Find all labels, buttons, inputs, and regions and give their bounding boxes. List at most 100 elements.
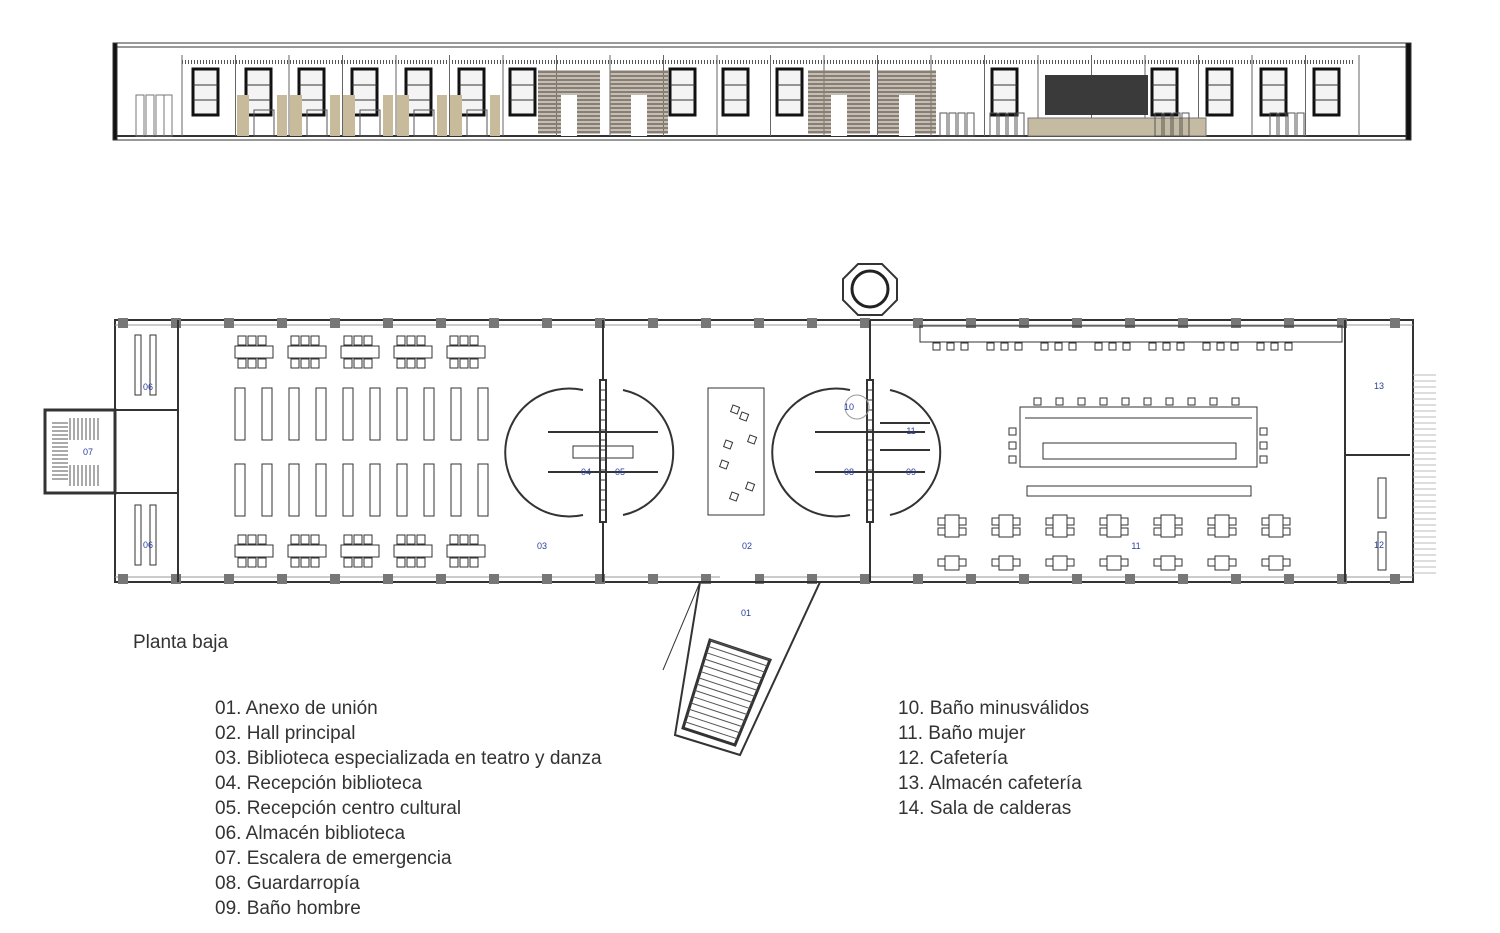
- legend-item: 04. Recepción biblioteca: [215, 773, 423, 794]
- reading-table: [446, 345, 486, 359]
- chair: [310, 534, 320, 545]
- window: [508, 67, 537, 117]
- chair: [237, 358, 247, 369]
- chair: [406, 557, 416, 568]
- chair: [459, 534, 469, 545]
- room-label: 11: [906, 426, 915, 436]
- chair: [1207, 517, 1216, 526]
- chair: [1282, 527, 1291, 536]
- window: [404, 67, 433, 117]
- cafe-table: [944, 514, 960, 538]
- legend-item: 05. Recepción centro cultural: [215, 798, 462, 819]
- stool: [1040, 342, 1049, 351]
- stool: [1122, 342, 1131, 351]
- window: [1205, 67, 1234, 117]
- chair: [1153, 527, 1162, 536]
- legend-item: 07. Escalera de emergencia: [215, 848, 452, 869]
- stool: [1176, 342, 1185, 351]
- chair: [343, 534, 353, 545]
- stool: [1054, 342, 1063, 351]
- window: [350, 67, 379, 117]
- room-label: 10: [844, 402, 854, 412]
- chair: [310, 335, 320, 346]
- reading-table: [287, 544, 327, 558]
- chair: [957, 112, 966, 137]
- legend-item: 11. Baño mujer: [898, 723, 1026, 744]
- pilaster: [1072, 318, 1082, 328]
- pilaster: [383, 318, 393, 328]
- pilaster: [648, 574, 658, 584]
- window: [668, 67, 697, 117]
- chair: [469, 534, 479, 545]
- cafe-table: [1160, 514, 1176, 538]
- chair: [1278, 112, 1287, 137]
- chair: [1228, 517, 1237, 526]
- window: [457, 67, 486, 117]
- chair: [257, 557, 267, 568]
- stool: [1259, 441, 1268, 450]
- chair: [237, 335, 247, 346]
- pilaster: [966, 574, 976, 584]
- wood-panel: [397, 95, 409, 136]
- chair: [449, 557, 459, 568]
- stair-tread: [705, 652, 766, 673]
- chair: [1163, 112, 1172, 137]
- legend-item: 01. Anexo de unión: [215, 698, 378, 719]
- stool: [1008, 441, 1017, 450]
- shelf: [155, 94, 165, 137]
- bookshelf: [477, 387, 489, 441]
- chair: [290, 557, 300, 568]
- chair: [948, 112, 957, 137]
- bookshelf: [369, 463, 381, 517]
- chair: [1154, 112, 1163, 137]
- plan-title: Planta baja: [133, 632, 229, 653]
- cafe-table: [1052, 514, 1068, 538]
- chair: [1120, 527, 1129, 536]
- pilaster: [1072, 574, 1082, 584]
- pilaster: [1125, 318, 1135, 328]
- chair: [1045, 517, 1054, 526]
- pilaster: [489, 318, 499, 328]
- chair: [247, 358, 257, 369]
- chair: [1153, 517, 1162, 526]
- bookshelf: [288, 463, 300, 517]
- stool: [986, 342, 995, 351]
- chair: [998, 112, 1007, 137]
- shelf: [149, 334, 157, 396]
- exhibit-platform: [707, 387, 765, 516]
- cafe-table: [1268, 514, 1284, 538]
- room-label: 06: [143, 540, 153, 550]
- cafe-table: [1052, 555, 1068, 571]
- cafe-counter: [1027, 117, 1207, 137]
- chair: [1045, 527, 1054, 536]
- chair: [1269, 112, 1278, 137]
- shelf: [1377, 531, 1387, 571]
- chair: [937, 527, 946, 536]
- chair: [469, 335, 479, 346]
- chair: [300, 534, 310, 545]
- bookshelf: [423, 387, 435, 441]
- chair: [396, 335, 406, 346]
- pilaster: [224, 574, 234, 584]
- pilaster: [330, 318, 340, 328]
- chair: [416, 358, 426, 369]
- chair: [1174, 517, 1183, 526]
- stair-tread: [709, 639, 771, 661]
- chair: [257, 358, 267, 369]
- bookshelf: [423, 463, 435, 517]
- chair: [1099, 517, 1108, 526]
- pilaster: [330, 574, 340, 584]
- stool: [1068, 342, 1077, 351]
- cafe-table: [1106, 555, 1122, 571]
- stair-tread: [688, 708, 743, 728]
- chair: [396, 534, 406, 545]
- pilaster: [436, 574, 446, 584]
- desk: [413, 109, 435, 137]
- chair: [469, 358, 479, 369]
- chair: [1181, 112, 1190, 137]
- chair: [416, 557, 426, 568]
- chair: [1120, 517, 1129, 526]
- chair: [958, 517, 967, 526]
- stool: [1259, 455, 1268, 464]
- legend-item: 12. Cafetería: [898, 748, 1008, 769]
